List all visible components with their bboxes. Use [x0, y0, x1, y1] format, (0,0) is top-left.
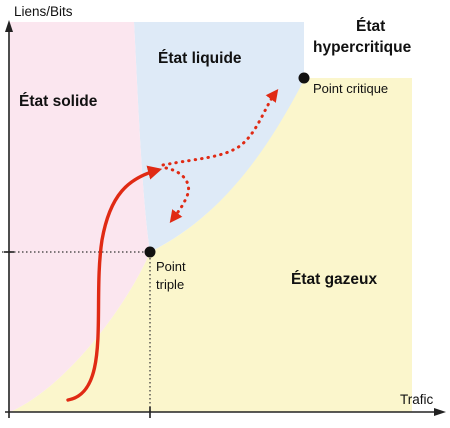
gas-label: État gazeux: [291, 271, 378, 288]
supercritical-label-line1: État: [356, 18, 385, 35]
critical-point-dot: [298, 72, 310, 84]
liquid-label: État liquide: [158, 50, 242, 67]
red-solid-arrow: [66, 165, 163, 402]
x-axis-arrow-icon: [434, 408, 446, 416]
red-dotted-arrow-down: [164, 166, 190, 224]
critical-point-label: Point critique: [313, 81, 388, 96]
y-axis-label: Liens/Bits: [14, 4, 73, 19]
y-axis-arrow-icon: [5, 20, 13, 32]
triple-point-label-line2: triple: [156, 277, 184, 292]
solid-region: [10, 22, 150, 412]
solid-label: État solide: [19, 93, 98, 110]
red-dotted-arrow-up: [161, 88, 279, 167]
gas-region: [10, 78, 412, 412]
triple-point-label-line1: Point: [156, 259, 186, 274]
triple-point-dot: [144, 246, 156, 258]
liquid-region: [134, 22, 304, 252]
x-axis-label: Trafic: [400, 392, 433, 407]
supercritical-label-line2: hypercritique: [313, 39, 412, 56]
